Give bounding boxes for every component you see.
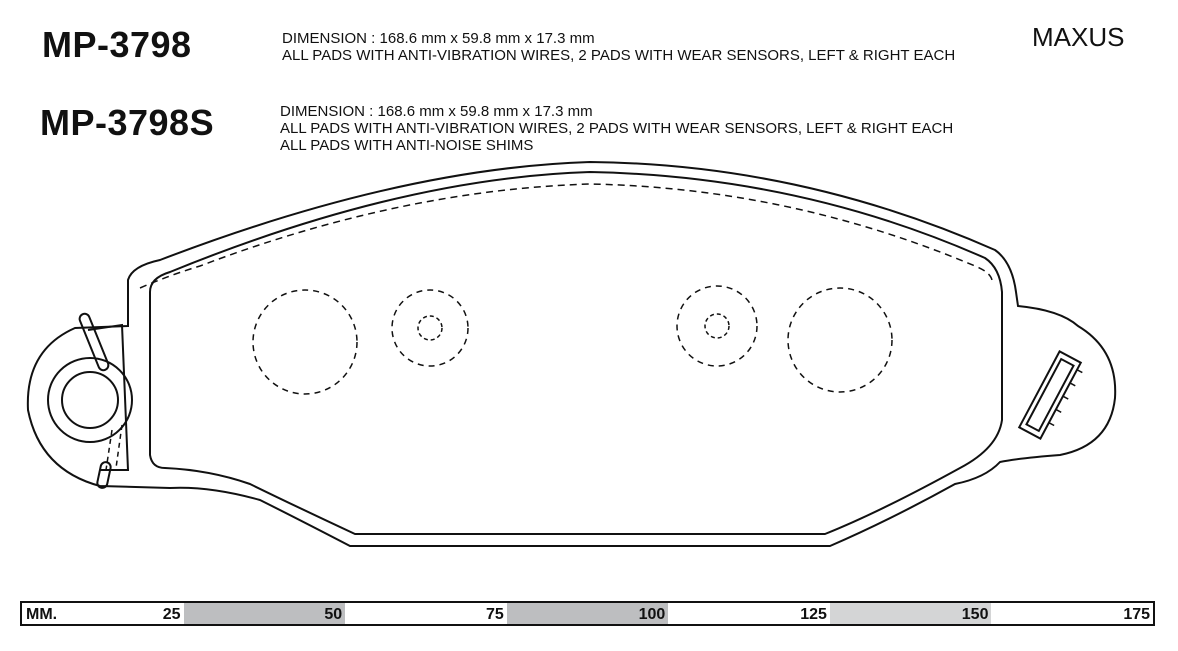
dashed-circle-3-inner [704, 313, 730, 339]
scale-cell-25: MM. 25 [22, 603, 184, 624]
description-1: DIMENSION : 168.6 mm x 59.8 mm x 17.3 mm… [282, 30, 955, 64]
part-number-1: MP-3798 [42, 24, 192, 65]
dimension-line-1: DIMENSION : 168.6 mm x 59.8 mm x 17.3 mm [282, 30, 595, 47]
dashed-circle-4 [787, 287, 893, 393]
scale-tick: 100 [638, 606, 666, 623]
scale-cell-50: 50 [183, 603, 346, 624]
scale-unit-label: MM. [26, 606, 58, 623]
scale-tick: 50 [324, 606, 343, 623]
feature-line-2: ALL PADS WITH ANTI-VIBRATION WIRES, 2 PA… [280, 120, 954, 137]
scale-tick: 175 [1123, 606, 1151, 623]
dashed-circle-1 [252, 289, 358, 395]
shim-line-2: ALL PADS WITH ANTI-NOISE SHIMS [280, 137, 534, 154]
scale-tick: 125 [800, 606, 827, 623]
dashed-circle-2 [391, 289, 469, 367]
wear-sensor [1017, 350, 1083, 440]
mm-scale-bar: MM. 25 50 75 100 125 150 175 [20, 601, 1155, 626]
scale-tick: 25 [162, 606, 181, 623]
part-number-2: MP-3798S [40, 102, 215, 143]
feature-line-1: ALL PADS WITH ANTI-VIBRATION WIRES, 2 PA… [282, 47, 956, 64]
scale-tick: 75 [485, 606, 504, 623]
dashed-circle-2-inner [417, 315, 443, 341]
friction-material-outline [149, 170, 1003, 535]
left-guide [47, 312, 133, 489]
scale-cell-150: 150 [829, 603, 992, 624]
scale-tick: 150 [961, 606, 989, 623]
dashed-circle-3 [676, 285, 758, 367]
scale-cell-100: 100 [506, 603, 669, 624]
scale-cell-125: 125 [668, 603, 830, 624]
dimension-line-2: DIMENSION : 168.6 mm x 59.8 mm x 17.3 mm [280, 103, 593, 120]
backing-plate-outline [26, 160, 1117, 547]
scale-cell-75: 75 [345, 603, 507, 624]
scale-cell-175: 175 [991, 603, 1153, 624]
brand-label: MAXUS [1032, 22, 1125, 52]
shim-dashed-line [139, 183, 993, 289]
description-2: DIMENSION : 168.6 mm x 59.8 mm x 17.3 mm… [280, 103, 953, 154]
